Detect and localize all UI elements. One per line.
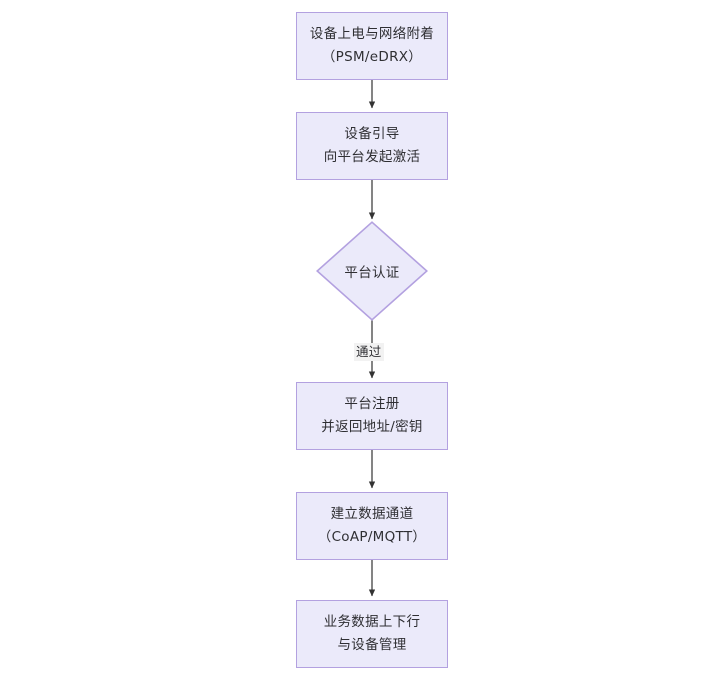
flow-node-line-1: 业务数据上下行 xyxy=(323,614,421,630)
flow-node-line-2: 与设备管理 xyxy=(337,637,407,653)
flow-node-establish-data-channel[interactable]: 建立数据通道 （CoAP/MQTT） xyxy=(296,492,448,560)
flow-node-business-data[interactable]: 业务数据上下行 与设备管理 xyxy=(296,600,448,668)
edge-label-pass: 通过 xyxy=(354,343,384,361)
flow-node-line-2: （CoAP/MQTT） xyxy=(317,529,427,545)
flow-node-line-1: 建立数据通道 xyxy=(330,506,414,522)
flow-node-platform-register[interactable]: 平台注册 并返回地址/密钥 xyxy=(296,382,448,450)
diamond-shape-icon xyxy=(316,221,428,321)
flow-node-line-2: 并返回地址/密钥 xyxy=(321,419,423,435)
flow-node-line-2: （PSM/eDRX） xyxy=(321,49,423,65)
flow-node-line-1: 设备引导 xyxy=(344,126,400,142)
flow-node-platform-auth-decision[interactable]: 平台认证 xyxy=(316,221,428,321)
flow-node-line-1: 平台注册 xyxy=(344,396,400,412)
flow-node-line-1: 平台认证 xyxy=(344,265,400,281)
flow-node-device-power-on[interactable]: 设备上电与网络附着 （PSM/eDRX） xyxy=(296,12,448,80)
flow-node-device-bootstrap[interactable]: 设备引导 向平台发起激活 xyxy=(296,112,448,180)
flow-node-line-1: 设备上电与网络附着 xyxy=(309,26,435,42)
flow-node-line-2: 向平台发起激活 xyxy=(323,149,421,165)
